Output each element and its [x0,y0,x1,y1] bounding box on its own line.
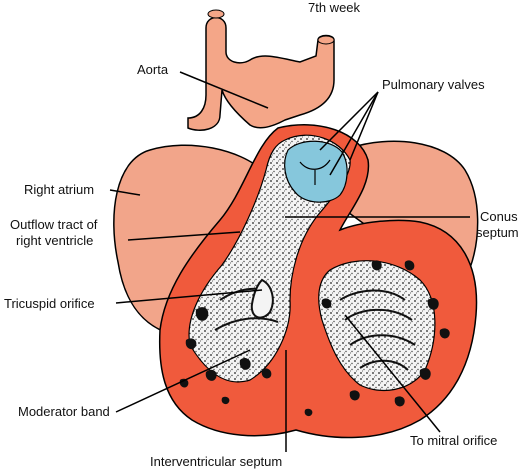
aorta-shape [187,16,335,131]
label-moderator-band: Moderator band [18,404,110,419]
vessel-opening-left [207,9,225,19]
label-to-mitral-orifice: To mitral orifice [410,433,498,448]
label-tricuspid-orifice: Tricuspid orifice [4,296,95,311]
label-right-atrium: Right atrium [24,182,95,197]
label-conus-septum-line2: septum [476,225,519,240]
right-atrium-shape [113,144,263,333]
label-interventricular-septum: Interventricular septum [150,454,283,469]
label-conus-septum-line1: Conus [480,209,518,224]
label-aorta: Aorta [137,62,169,77]
pulmonary-valves-shape [284,140,348,203]
left-ventricle-interior [318,260,436,392]
vessel-opening-right [317,35,335,45]
label-outflow-tract-line1: Outflow tract of [10,217,98,232]
stage-label: 7th week [308,0,361,15]
leader-lines [109,71,470,452]
label-pulmonary-valves: Pulmonary valves [382,77,485,92]
label-outflow-tract-line2: right ventricle [16,233,94,248]
mitral-folds [339,289,416,371]
trabeculae-patches [179,260,450,417]
tricuspid-structures [214,278,279,331]
